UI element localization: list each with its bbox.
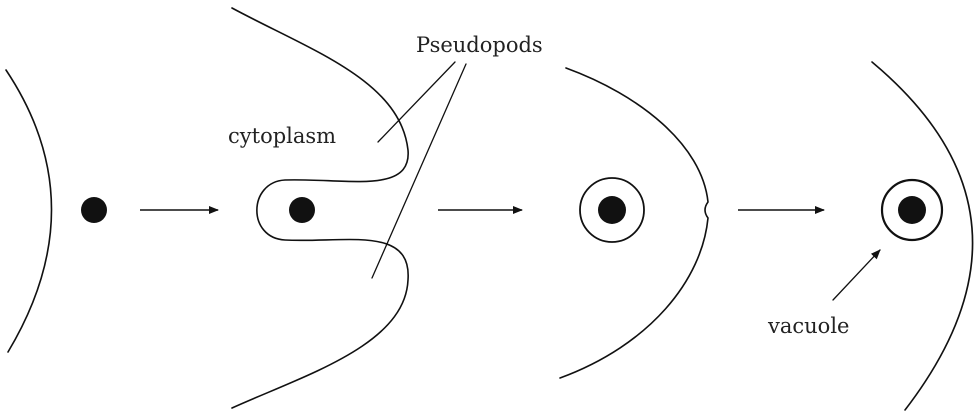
stage4-food-particle (898, 196, 926, 224)
stage2-food-particle (289, 197, 315, 223)
stage4-cell-membrane (872, 62, 973, 410)
cytoplasm-label: cytoplasm (228, 124, 336, 148)
stage1-food-particle (81, 197, 107, 223)
vacuole-label: vacuole (767, 314, 849, 338)
pseudopods-label: Pseudopods (416, 33, 543, 57)
stage1-cell-membrane (6, 70, 52, 352)
pseudopods-leader-lower (372, 64, 466, 278)
stage3-food-particle (598, 196, 626, 224)
stage2-cell-membrane (232, 8, 408, 408)
pseudopods-leader-upper (378, 62, 455, 142)
vacuole-pointer-arrow (833, 250, 880, 300)
